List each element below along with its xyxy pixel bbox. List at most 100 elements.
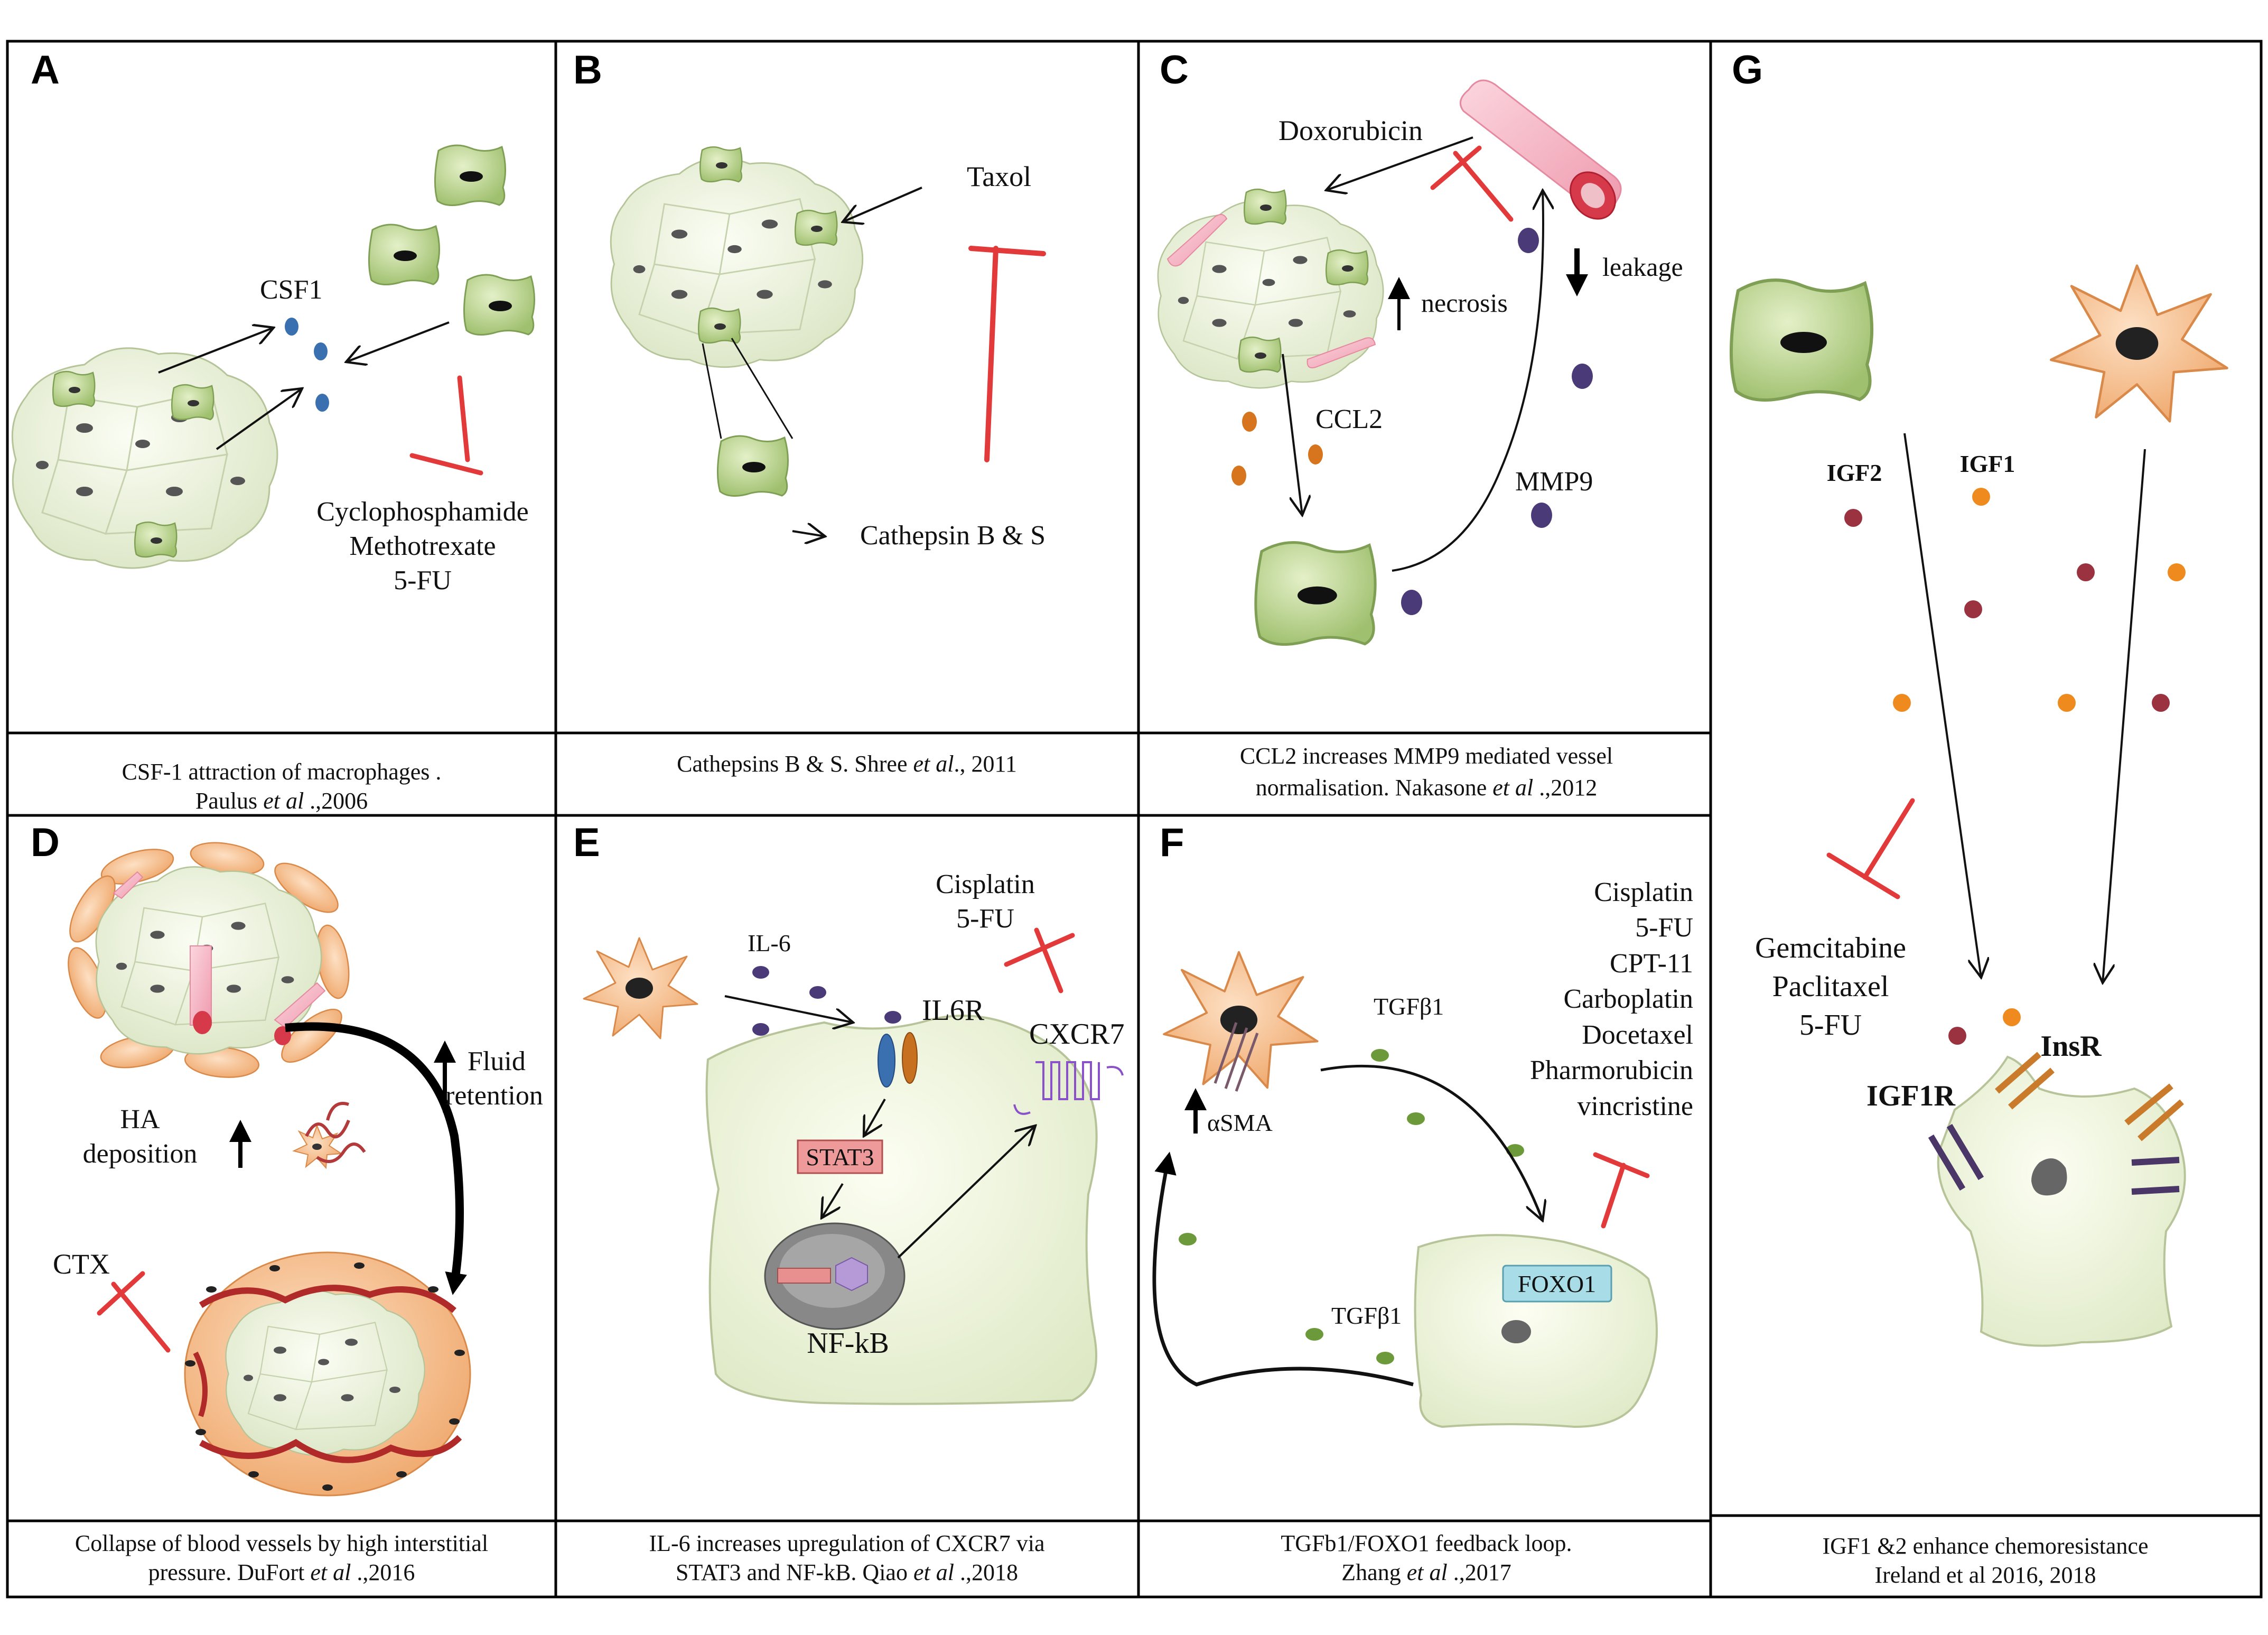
panel-b-letter: B <box>573 48 602 92</box>
drug-label: Cisplatin <box>1594 877 1693 907</box>
blood-vessel <box>1459 79 1622 220</box>
arrow-to-stat3 <box>864 1099 886 1136</box>
panel-g-caption-line2: Ireland et al 2016, 2018 <box>1874 1562 2096 1588</box>
retention-label: retention <box>445 1081 543 1111</box>
arrow-to-csf1 <box>216 388 302 450</box>
panel-d-letter: D <box>31 820 60 865</box>
macrophage-cell <box>368 224 441 286</box>
tumor-with-stroma-top <box>68 842 350 1078</box>
il6-label: IL-6 <box>748 930 791 956</box>
cathepsin-label: Cathepsin B & S <box>860 521 1046 551</box>
cxcr7-label: CXCR7 <box>1029 1018 1125 1051</box>
ccl2-label: CCL2 <box>1315 404 1383 434</box>
panel-f-letter: F <box>1160 820 1184 865</box>
panel-grid <box>6 40 2263 1599</box>
feedback-arrow <box>1152 1151 1414 1387</box>
fibroblast-cell <box>1164 952 1317 1088</box>
panel-g-caption-line1: IGF1 &2 enhance chemoresistance <box>1823 1533 2149 1559</box>
panel-d: D Fluid retenti <box>31 820 543 1585</box>
panel-e-caption-line1: IL-6 increases upregulation of CXCR7 via <box>649 1530 1044 1556</box>
igf1r-receptor <box>1928 1123 2180 1195</box>
nucleus <box>1501 1320 1531 1343</box>
drug-label: Pharmorubicin <box>1530 1055 1693 1085</box>
panel-c-caption-line2: normalisation. Nakasone et al .,2012 <box>1256 775 1597 801</box>
asma-label: αSMA <box>1207 1109 1273 1136</box>
tumor-with-stroma-bottom <box>184 1251 471 1497</box>
drug-label: 5-FU <box>1799 1009 1862 1042</box>
drug-label: Gemcitabine <box>1755 932 1906 964</box>
small-vessel <box>1166 213 1376 368</box>
tumor-associated-cell <box>1238 336 1282 373</box>
insr-receptor <box>1995 1052 2184 1141</box>
drug-label: Cyclophosphamide <box>316 497 529 527</box>
connector-line <box>702 343 722 439</box>
macrophage-cell <box>463 274 536 336</box>
igf1-label: IGF1 <box>1960 450 2015 477</box>
panel-e: E IL-6 IL6R Cisplatin 5-FU CXCR7 STAT3 <box>573 820 1125 1585</box>
panel-c-letter: C <box>1160 48 1189 92</box>
tumor-associated-cell <box>1325 249 1369 286</box>
csf1-molecules <box>285 318 329 412</box>
inhibition-symbol <box>409 375 483 476</box>
tumor-associated-cell <box>1243 188 1287 225</box>
panel-d-caption-line2: pressure. DuFort et al .,2016 <box>148 1559 415 1585</box>
drug-label: vincristine <box>1577 1091 1693 1121</box>
fibroblast-cell <box>2051 266 2227 422</box>
il6-arrow <box>724 995 853 1023</box>
tumor-associated-cell <box>699 146 743 183</box>
arrow-to-nucleus <box>822 1183 844 1218</box>
nucleus <box>2031 1158 2067 1196</box>
hyaluronan-strands <box>305 1102 366 1163</box>
panel-g: G IGF2 IGF1 Gemcitabine Paclitaxel 5-FU <box>1731 48 2227 1588</box>
foxo1-box <box>1502 1265 1612 1303</box>
drug-label: 5-FU <box>1635 913 1693 943</box>
cancer-cell <box>705 1015 1098 1405</box>
il6-molecules <box>752 966 901 1036</box>
panel-a-caption-line1: CSF-1 attraction of macrophages . <box>122 759 442 785</box>
panel-b-caption: Cathepsins B & S. Shree et al., 2011 <box>677 751 1017 777</box>
insr-label: InsR <box>2040 1030 2102 1063</box>
collapse-arrow <box>285 1022 467 1295</box>
stat3-box <box>797 1139 883 1174</box>
cancer-cell <box>1937 1055 2186 1347</box>
cathepsin-arrow <box>792 531 825 536</box>
tumor-associated-cell <box>697 307 741 344</box>
nucleus <box>764 1222 906 1330</box>
nfkb-label: NF-kB <box>807 1327 889 1360</box>
inhibition-symbol <box>97 1271 171 1353</box>
tumor-associated-cell <box>52 370 96 407</box>
panel-c-caption-line1: CCL2 increases MMP9 mediated vessel <box>1240 743 1613 769</box>
taxol-arrow <box>843 187 922 222</box>
macrophage-cell <box>1256 543 1375 645</box>
panel-f-caption-line1: TGFb1/FOXO1 feedback loop. <box>1281 1530 1572 1556</box>
connector-line <box>731 338 794 439</box>
leakage-label: leakage <box>1602 252 1683 282</box>
tgfb1-top-label: TGFβ1 <box>1374 993 1444 1020</box>
panel-b: B Taxol Cathepsin B & S Cathepsins B & S… <box>573 48 1046 777</box>
drug-label: 5-FU <box>394 565 452 596</box>
mmp9-molecules <box>1401 228 1593 615</box>
panel-e-letter: E <box>573 820 600 865</box>
il6r-receptor <box>878 1032 918 1088</box>
igf1-arrow <box>2103 449 2146 983</box>
arrow-to-cxcr7 <box>897 1126 1035 1259</box>
inhibition-symbol <box>1430 145 1514 222</box>
macrophage-cell <box>716 435 789 497</box>
cisplatin-label: Cisplatin <box>936 869 1035 899</box>
stat3-label: STAT3 <box>806 1144 874 1170</box>
mmp9-label: MMP9 <box>1515 467 1593 497</box>
igf2-arrow <box>1903 433 1981 978</box>
inhibition-symbol <box>1826 798 1915 899</box>
tumor-associated-cell <box>171 384 214 421</box>
fluid-label: Fluid <box>468 1046 526 1076</box>
igf1-molecules <box>1893 488 2186 1026</box>
inhibition-symbol <box>968 246 1046 462</box>
drug-list: Cisplatin 5-FU CPT-11 Carboplatin Doceta… <box>1530 877 1693 1121</box>
panel-d-caption-line1: Collapse of blood vessels by high inters… <box>75 1530 488 1556</box>
panel-f: F αSMA TGFβ1 TGFβ1 FOXO1 Cisplatin 5-FU … <box>1152 820 1693 1585</box>
ctx-label: CTX <box>53 1248 110 1280</box>
mmp9-feedback-arrow <box>1392 190 1543 572</box>
drug-label: Docetaxel <box>1582 1020 1693 1050</box>
ccl2-arrow <box>1282 354 1302 515</box>
